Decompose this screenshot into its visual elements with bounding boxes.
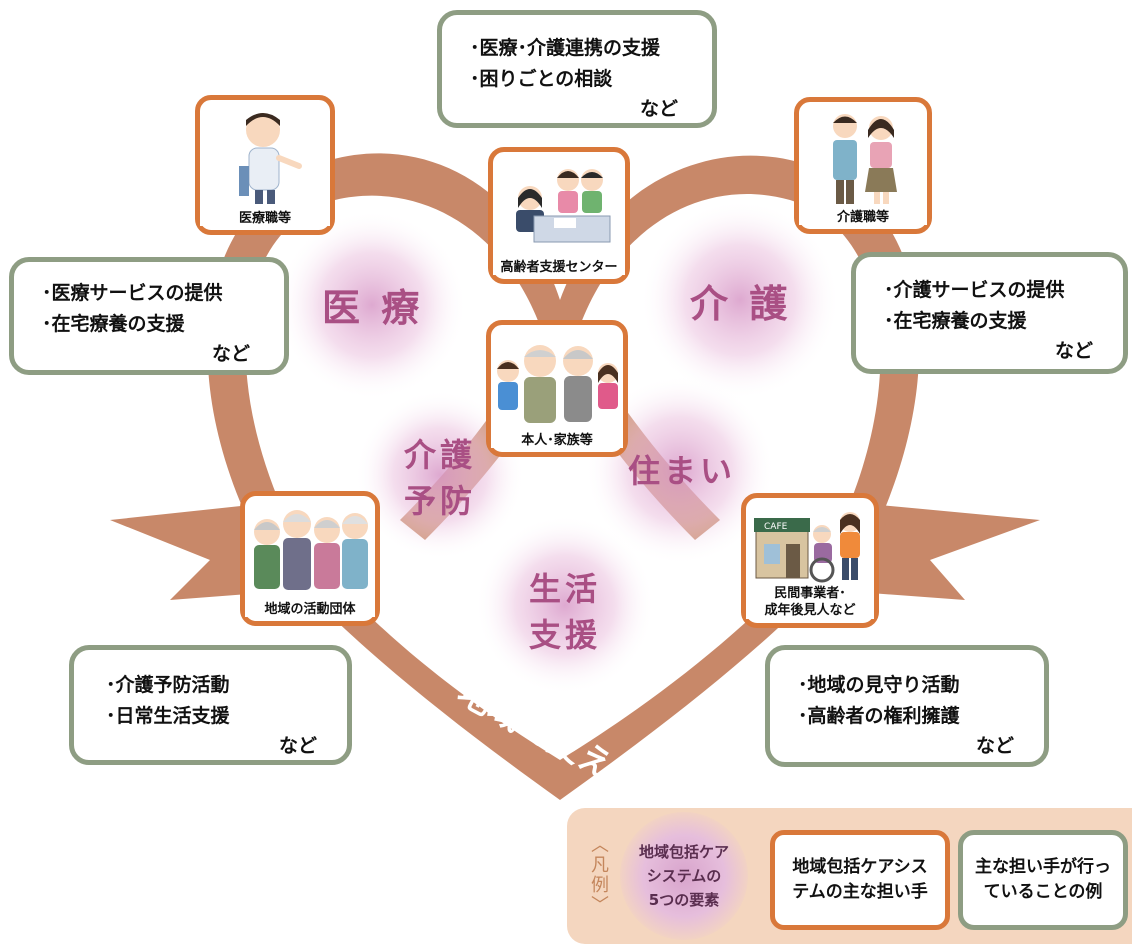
- cafe-wheelchair-icon: CAFE: [754, 512, 860, 583]
- legend-element-circle: [620, 812, 748, 940]
- example-prevention-etc: など: [278, 735, 317, 757]
- actor-private-business: CAFE 民間事業者･ 成年後見人など: [741, 493, 879, 628]
- element-care: 介 護: [690, 282, 792, 326]
- doctor-icon: [239, 113, 302, 204]
- element-medical: 医 療: [322, 286, 424, 330]
- example-top-line2: ･困りごとの相談: [470, 68, 613, 90]
- care-workers-icon: [833, 114, 897, 204]
- actor-private-business-caption-line1: 民間事業者･: [774, 586, 846, 601]
- actor-center: 高齢者支援センター: [488, 147, 630, 284]
- consultation-desk-icon: [516, 169, 611, 243]
- glow-medical: [277, 210, 467, 400]
- example-box-watch: ･地域の見守り活動 ･高齢者の権利擁護 など: [765, 645, 1049, 767]
- example-medical-etc: など: [211, 343, 250, 365]
- legend-mark: 〈凡例〉: [588, 835, 609, 915]
- example-box-medical: ･医療サービスの提供 ･在宅療養の支援 など: [9, 257, 289, 375]
- example-box-care: ･介護サービスの提供 ･在宅療養の支援 など: [851, 252, 1128, 374]
- example-medical-line1: ･医療サービスの提供: [42, 282, 223, 304]
- legend-element-label-line2: システムの: [646, 867, 722, 885]
- element-living-line1: 生活: [528, 570, 601, 608]
- element-prevention-line1: 介護: [403, 436, 476, 474]
- example-box-top: ･医療･介護連携の支援 ･困りごとの相談 など: [437, 10, 717, 128]
- example-prevention-line2: ･日常生活支援: [106, 705, 230, 727]
- example-watch-etc: など: [975, 735, 1014, 757]
- element-prevention: 介護 予防: [400, 432, 480, 524]
- actor-community-groups-caption: 地域の活動団体: [245, 598, 375, 617]
- actor-community-groups: 地域の活動団体: [240, 491, 380, 626]
- legend-example-label-line2: ていることの例: [983, 882, 1103, 902]
- example-top-etc: など: [639, 98, 678, 120]
- example-watch-line2: ･高齢者の権利擁護: [798, 705, 960, 727]
- glow-care: [640, 200, 840, 400]
- legend-example-box: 主な担い手が行っ ていることの例: [958, 830, 1128, 930]
- example-watch-line1: ･地域の見守り活動: [798, 674, 960, 696]
- element-housing: 住まい: [627, 452, 736, 490]
- glow-living: [475, 515, 655, 695]
- example-box-prevention: ･介護予防活動 ･日常生活支援 など: [69, 645, 352, 765]
- example-care-line2: ･在宅療養の支援: [884, 310, 1027, 332]
- legend-actor-label-line2: テムの主な担い手: [792, 882, 928, 902]
- example-care-line1: ･介護サービスの提供: [884, 279, 1065, 301]
- legend-element-label-line3: 5つの要素: [648, 891, 720, 909]
- element-living-line2: 支援: [528, 616, 601, 654]
- ribbon-right-tail: [830, 505, 1040, 600]
- family-icon: [497, 345, 618, 423]
- legend-example-label-line1: 主な担い手が行っ: [975, 857, 1111, 877]
- glow-prevention: [355, 390, 525, 560]
- example-care-etc: など: [1054, 340, 1093, 362]
- example-prevention-line1: ･介護予防活動: [106, 674, 230, 696]
- svg-text:CAFE: CAFE: [764, 522, 788, 532]
- seniors-group-icon: [254, 510, 368, 590]
- glow-housing: [585, 375, 775, 565]
- legend-element-label-line1: 地域包括ケア: [638, 843, 729, 861]
- actor-private-business-caption-line2: 成年後見人など: [764, 603, 856, 618]
- legend-actor-label-line1: 地域包括ケアシス: [792, 857, 928, 877]
- element-prevention-line2: 予防: [403, 482, 476, 520]
- actor-medical-staff-caption: 医療職等: [200, 207, 330, 226]
- legend-element-label: 地域包括ケア システムの 5つの要素: [620, 840, 748, 912]
- actor-self-family-caption: 本人･家族等: [491, 429, 623, 448]
- example-top-line1: ･医療･介護連携の支援: [470, 37, 661, 59]
- legend-actor-box: 地域包括ケアシス テムの主な担い手: [770, 830, 950, 930]
- element-living: 生活 支援: [525, 566, 605, 658]
- actor-care-staff-caption: 介護職等: [799, 206, 927, 225]
- actor-private-business-caption: 民間事業者･ 成年後見人など: [746, 585, 874, 619]
- example-medical-line2: ･在宅療養の支援: [42, 313, 185, 335]
- actor-care-staff: 介護職等: [794, 97, 932, 234]
- actor-self-family: 本人･家族等: [486, 320, 628, 457]
- actor-center-caption: 高齢者支援センター: [493, 256, 625, 275]
- actor-medical-staff: 医療職等: [195, 95, 335, 235]
